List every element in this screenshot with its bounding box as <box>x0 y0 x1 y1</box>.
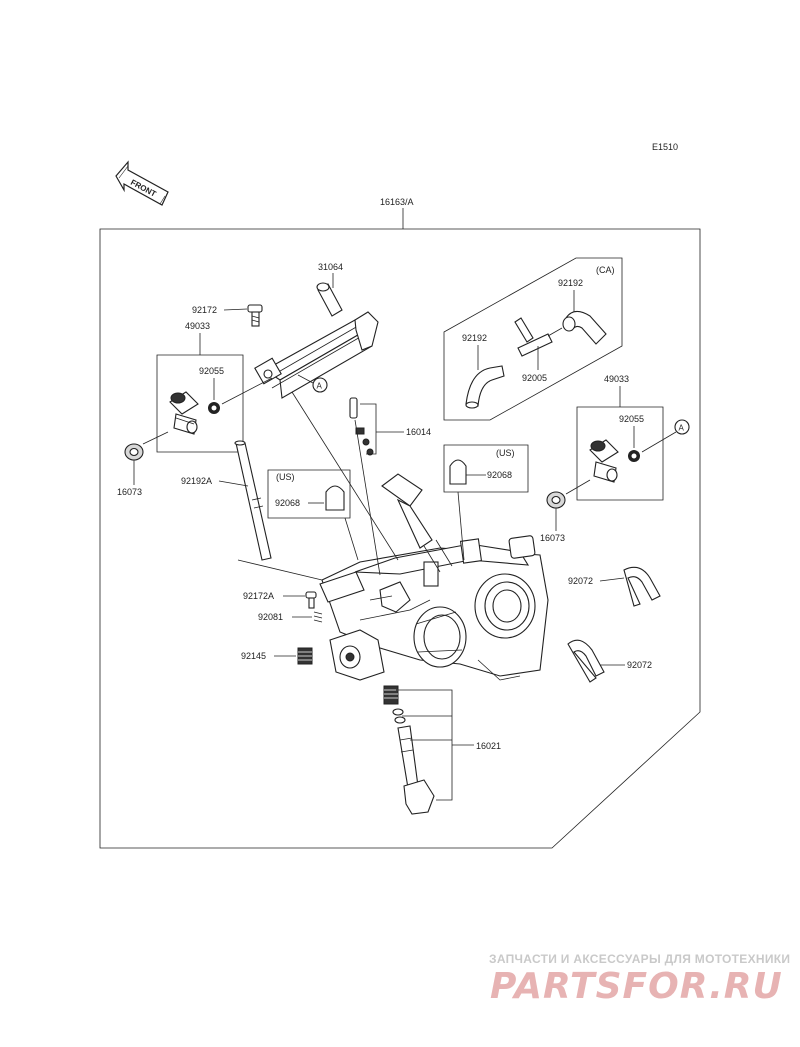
callout-a-right <box>674 419 690 435</box>
part-92145-label: 92145 <box>241 651 266 661</box>
sensor-16021 <box>383 685 435 815</box>
part-92192A-label: 92192A <box>181 476 212 486</box>
ca-hose-box <box>443 257 623 421</box>
part-16073-left-label: 16073 <box>117 487 142 497</box>
cap-92068-left <box>325 485 345 511</box>
grommet-16073-right <box>546 491 566 509</box>
injector-right-box <box>576 406 664 501</box>
part-92068-left-label: 92068 <box>275 498 300 508</box>
hose-92192-left <box>465 365 505 409</box>
clamp-92072-bottom <box>567 639 605 683</box>
assembly-outline <box>99 228 701 849</box>
grommet-16073-left <box>124 443 144 461</box>
part-49033-left-label: 49033 <box>185 321 210 331</box>
part-92068-right-label: 92068 <box>487 470 512 480</box>
part-16021-label: 16021 <box>476 741 501 751</box>
svg-text:A: A <box>317 382 323 391</box>
us-label-left: (US) <box>276 472 295 482</box>
hose-92192A <box>234 440 272 561</box>
injector-right <box>589 439 619 483</box>
joint-92005 <box>514 317 563 357</box>
assembly-label: 16163/A <box>380 197 414 207</box>
us-cap-right-box <box>443 444 529 493</box>
clamp-92072-top <box>623 566 661 607</box>
spring-92145 <box>297 647 313 665</box>
us-cap-left-box <box>267 469 351 519</box>
screw-92172A <box>305 591 317 609</box>
front-arrow-icon <box>115 160 169 206</box>
throttle-body <box>319 535 549 681</box>
hose-92192-top <box>562 310 607 345</box>
ca-label: (CA) <box>596 265 615 275</box>
spring-92081 <box>313 611 323 623</box>
part-92055-left-label: 92055 <box>199 366 224 376</box>
part-92192-top-label: 92192 <box>558 278 583 288</box>
svg-text:A: A <box>679 424 685 433</box>
part-16073-right-label: 16073 <box>540 533 565 543</box>
callout-a-rail <box>312 377 328 393</box>
fuel-rail <box>254 282 379 399</box>
diagram-code: E1510 <box>652 142 678 152</box>
part-31064-label: 31064 <box>318 262 343 272</box>
part-92055-right-label: 92055 <box>619 414 644 424</box>
oring-92055-left <box>208 402 220 414</box>
watermark-brand: PARTSFOR.RU <box>490 966 783 1007</box>
us-label-right: (US) <box>496 448 515 458</box>
part-49033-right-label: 49033 <box>604 374 629 384</box>
part-16014-label: 16014 <box>406 427 431 437</box>
part-92172-label: 92172 <box>192 305 217 315</box>
part-92192-left-label: 92192 <box>462 333 487 343</box>
part-92072-bottom-label: 92072 <box>627 660 652 670</box>
sensor-16014 <box>349 397 374 456</box>
part-92005-label: 92005 <box>522 373 547 383</box>
part-92172A-label: 92172A <box>243 591 274 601</box>
oring-92055-right <box>628 450 640 462</box>
injector-left <box>169 391 199 435</box>
watermark-tagline: ЗАПЧАСТИ И АКСЕССУАРЫ ДЛЯ МОТОТЕХНИКИ <box>489 952 790 966</box>
cap-92068-right <box>449 459 467 485</box>
part-92081-label: 92081 <box>258 612 283 622</box>
part-92072-top-label: 92072 <box>568 576 593 586</box>
wiring-connector <box>381 473 453 573</box>
bolt-92172 <box>247 304 263 327</box>
